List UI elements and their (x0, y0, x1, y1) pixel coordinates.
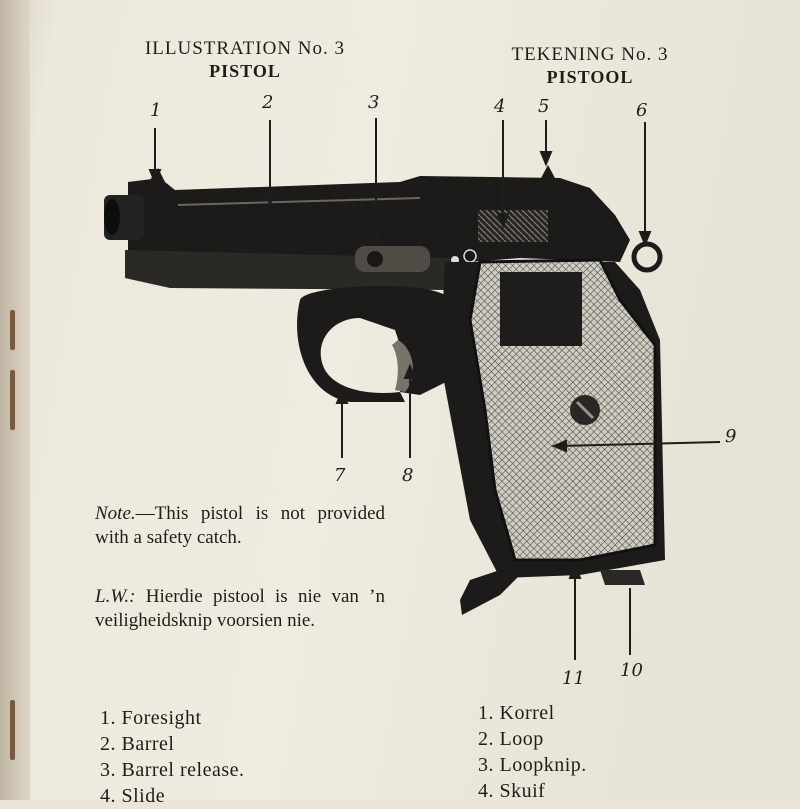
grip-logo-plate (500, 272, 582, 346)
callout-leaders (148, 118, 721, 660)
legend-label: Barrel (121, 733, 175, 755)
legend-label: Foresight (121, 707, 202, 729)
header-afrikaans-subtitle: PISTOOL (546, 67, 634, 87)
legend-number: 3. (100, 759, 116, 781)
callout-1: 1 (150, 100, 162, 121)
legend-afrikaans: 1. Korrel 2. Loop 3. Loopknip. 4. Skuif (478, 700, 587, 804)
note-english-text: —This pistol is not provided with a safe… (95, 503, 385, 548)
note-english-lead: Note. (95, 503, 136, 524)
legend-number: 2. (478, 728, 494, 750)
barrel-release-lever (355, 246, 430, 272)
legend-item: 4. Skuif (478, 778, 587, 804)
legend-item: 3. Loopknip. (478, 752, 587, 778)
legend-number: 4. (478, 780, 494, 802)
header-english: ILLUSTRATION No. 3 PISTOL (105, 38, 385, 82)
callout-9: 9 (725, 426, 737, 447)
legend-label: Loop (499, 728, 544, 750)
pistol-grip (440, 258, 665, 615)
header-afrikaans: TEKENING No. 3 PISTOOL (470, 44, 710, 88)
legend-label: Skuif (499, 780, 546, 802)
callout-7: 7 (334, 465, 346, 486)
callout-10: 10 (620, 660, 643, 681)
note-afrikaans: L.W.: Hierdie pistool is nie van ’n veil… (95, 585, 385, 633)
legend-label: Barrel release. (121, 759, 245, 781)
callout-4: 4 (494, 96, 506, 117)
legend-label: Loopknip. (499, 754, 587, 776)
rear-sight (540, 165, 556, 180)
note-afrikaans-text: Hierdie pistool is nie van ’n veiligheid… (95, 586, 385, 631)
binding-staple (10, 700, 15, 760)
legend-item: 3. Barrel release. (100, 757, 244, 783)
legend-number: 1. (100, 707, 116, 729)
callout-6: 6 (636, 100, 648, 121)
magazine-catch (600, 570, 645, 585)
legend-item: 4. Slide (100, 783, 244, 809)
legend-item: 1. Foresight (100, 705, 244, 731)
lanyard-ring (631, 241, 663, 273)
callout-8: 8 (402, 465, 414, 486)
binding-gutter (0, 0, 30, 800)
note-english: Note.—This pistol is not provided with a… (95, 502, 385, 550)
legend-label: Korrel (499, 702, 555, 724)
callout-3: 3 (368, 92, 380, 113)
legend-number: 3. (478, 754, 494, 776)
trigger-guard (297, 285, 460, 402)
legend-label: Slide (121, 785, 166, 807)
slide-serrations (478, 210, 548, 242)
magazine-baseplate (460, 570, 520, 615)
binding-staple (10, 310, 15, 350)
legend-item: 1. Korrel (478, 700, 587, 726)
binding-staple (10, 370, 15, 430)
legend-english: 1. Foresight 2. Barrel 3. Barrel release… (100, 705, 244, 809)
note-afrikaans-lead: L.W.: (95, 586, 136, 607)
header-english-subtitle: PISTOL (209, 61, 281, 81)
callout-5: 5 (538, 96, 550, 117)
header-english-title: ILLUSTRATION No. 3 (144, 38, 346, 59)
header-afrikaans-title: TEKENING No. 3 (511, 44, 669, 65)
legend-number: 2. (100, 733, 116, 755)
callout-11: 11 (562, 668, 585, 689)
legend-number: 1. (478, 702, 494, 724)
callout-2: 2 (262, 92, 274, 113)
legend-number: 4. (100, 785, 116, 807)
legend-item: 2. Loop (478, 726, 587, 752)
pistol-frame (297, 285, 460, 402)
legend-item: 2. Barrel (100, 731, 244, 757)
